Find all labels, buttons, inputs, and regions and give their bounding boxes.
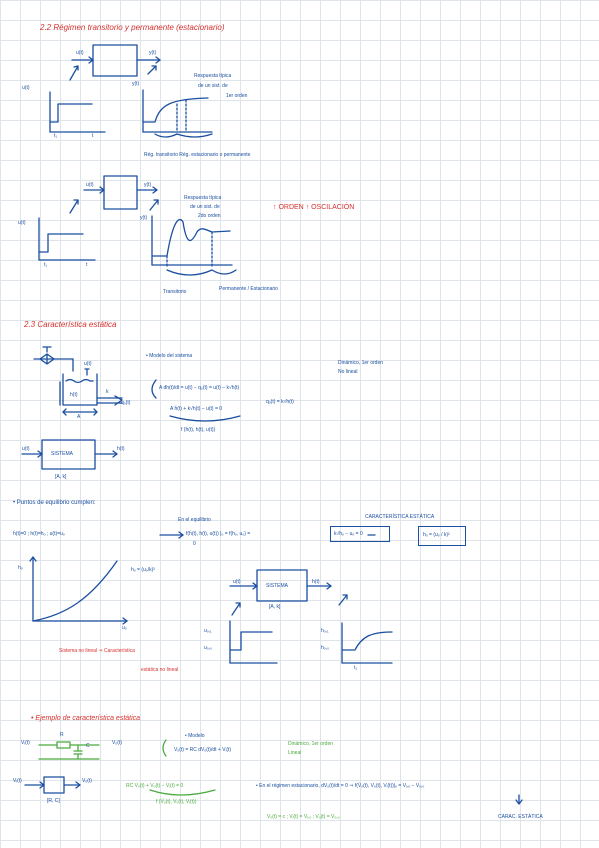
model-title: • Modelo del sistema [146, 353, 193, 359]
fig2-second-order-response [151, 219, 231, 257]
sys3-output-label: Vₒ(t) [82, 778, 92, 784]
sys2-label: SISTEMA [266, 583, 288, 589]
fig1-input-label: u(t) [76, 50, 84, 56]
tank-inflow-label: u(t) [84, 361, 92, 367]
fig1-output-label: y(t) [149, 50, 157, 56]
fig2-system-block [103, 175, 138, 210]
curve-y-label: hₒ [18, 565, 23, 571]
sys2-params: [A, k] [269, 604, 281, 610]
fig1-note-line2: de un sist. de [198, 83, 228, 89]
sys3-block [43, 776, 65, 794]
fig2-input-label: u(t) [86, 182, 94, 188]
tank [62, 373, 98, 406]
capacitor-label: C [86, 743, 90, 749]
fig1-note-line1: Respuesta típica [194, 73, 232, 79]
circuit-note-2: Lineal [288, 750, 302, 756]
sys3-input-label: Vᵢ(t) [13, 778, 22, 784]
equilibrium-box-text: k√hₒ − uₒ = 0 [334, 531, 363, 537]
static-char-label: CARAC. ESTÁTICA [498, 814, 543, 820]
transitorio-label: Transitorio [163, 289, 187, 295]
fig1-note-line3: 1er orden [226, 93, 248, 99]
fig2-note-line2: de un sist. de [190, 204, 220, 210]
circuit-model-title: • Modelo [185, 733, 205, 739]
section-2-2-heading: 2.2 Régimen transitorio y permanente (es… [40, 23, 225, 32]
resistor-label: R [60, 732, 64, 738]
fig1-system-block [92, 44, 138, 77]
example-heading: • Ejemplo de característica estática [31, 715, 141, 722]
sys2-u1-label: uₒ,₁ [204, 628, 212, 634]
fig1-caption: Rég. transitorio Rég. estacionario o per… [144, 152, 251, 158]
sys3-eq-1: RC V̇ₒ(t) + Vₒ(t) − Vᵢ(t) = 0 [126, 783, 184, 789]
in-equilibrium-label: En el equilibrio [178, 517, 211, 523]
static-characteristic-curve [32, 560, 118, 622]
circuit-vi-label: Vᵢ(t) [21, 740, 30, 746]
sys3-eq-2: f (V̇ₒ(t), Vₒ(t), Vᵢ(t)) [156, 799, 197, 805]
equilibrium-function: f(ḣ(t), h(t), u(t)) |ₒ = f(hₒ, uₒ) = [186, 531, 251, 537]
fig2-note-line3: 2do orden [198, 213, 221, 219]
sys1-output-label: h(t) [117, 446, 125, 452]
fig1-left-axis-label: u(t) [22, 85, 30, 91]
fig2-t1-label: t₁ [44, 262, 48, 268]
fig2-left-axis-label: u(t) [18, 220, 26, 226]
tank-k-label: k [106, 389, 109, 395]
characteristic-box [418, 526, 466, 546]
sys3-params: [R, C] [47, 798, 60, 804]
steady-state-text: • En el régimen estacionario, dVₒ(t)/dt … [256, 783, 425, 789]
fig1-first-order-response [142, 97, 209, 123]
sys2-h0-label: hₒ,₀ [321, 645, 330, 651]
order-oscillation-note: ↑ ORDEN ↑ OSCILACIÓN [273, 204, 355, 211]
model-equation-2: A ḣ(t) + k√h(t) − u(t) = 0 [170, 406, 223, 412]
model-equation-q: qₒ(t) = k√h(t) [266, 399, 294, 405]
model-equation-1: A dh(t)/dt = u(t) − qₒ(t) = u(t) − k√h(t… [159, 385, 240, 391]
circuit-model-eq: Vₒ(t) = RC dVₒ(t)/dt + Vᵢ(t) [174, 747, 232, 753]
model-equation-3: f (ḣ(t), h(t), u(t)) [181, 427, 216, 433]
nonlinear-caption-1: Sistema no lineal ⇒ Característica [59, 648, 135, 654]
fig2-output-label: y(t) [144, 182, 152, 188]
fig2-note-line1: Respuesta típica [184, 195, 222, 201]
sys1-input-label: u(t) [22, 446, 30, 452]
sys2-t1-label: t₁ [354, 665, 358, 671]
tank-level-label: h(t) [70, 392, 78, 398]
sys2-input-label: u(t) [233, 579, 241, 585]
static-characteristic-label: CARACTERÍSTICA ESTÁTICA [365, 514, 435, 520]
model-note-line2: No lineal [338, 369, 358, 375]
characteristic-box-text: hₒ = (uₒ / k)² [423, 532, 450, 538]
model-note-line1: Dinámico, 1er orden [338, 360, 384, 366]
fig2-t-label: t [86, 262, 88, 268]
equilibrium-box [330, 526, 390, 542]
sys2-output-label: h(t) [312, 579, 320, 585]
nonlinear-caption-2: estática no lineal [141, 667, 179, 673]
tank-outflow-label: qₒ(t) [121, 400, 131, 406]
equilibrium-title: • Puntos de equilibrio cumplen: [13, 500, 96, 506]
sys2-h1-label: hₒ,₁ [321, 628, 329, 634]
circuit-vo-label: Vₒ(t) [112, 740, 122, 746]
fig2-step-input [38, 233, 84, 253]
fig1-t-label: t [92, 133, 94, 139]
circuit-note-1: Dinámico, 1er orden [288, 741, 334, 747]
curve-x-label: uₒ [122, 625, 127, 631]
section-2-3-heading: 2.3 Característica estática [24, 320, 117, 329]
steady-state-conditions: Vₒ(t) = c ; Vᵢ(t) = Vᵢ,ₒ ; Vₒ(t) = Vₒ,ₒ [267, 814, 340, 820]
tank-area-label: A [77, 414, 81, 420]
equilibrium-zero: 0 [193, 541, 196, 547]
sys1-params: [A, k] [55, 474, 67, 480]
curve-equation: hₒ = (uₒ/k)² [131, 567, 155, 573]
resistor [56, 741, 71, 749]
equilibrium-conditions: ḣ(t)=0 ; h(t)=hₒ ; u(t)=uₒ [13, 531, 65, 537]
sys1-label: SISTEMA [51, 451, 73, 457]
permanente-label: Permanente / Estacionario [219, 286, 278, 292]
fig1-right-axis-label: y(t) [132, 81, 140, 87]
sys2-u0-label: uₒ,₀ [204, 645, 213, 651]
fig2-right-axis-label: y(t) [140, 215, 148, 221]
fig1-step-input [49, 103, 93, 123]
fig1-t1-label: t₁ [54, 133, 58, 139]
